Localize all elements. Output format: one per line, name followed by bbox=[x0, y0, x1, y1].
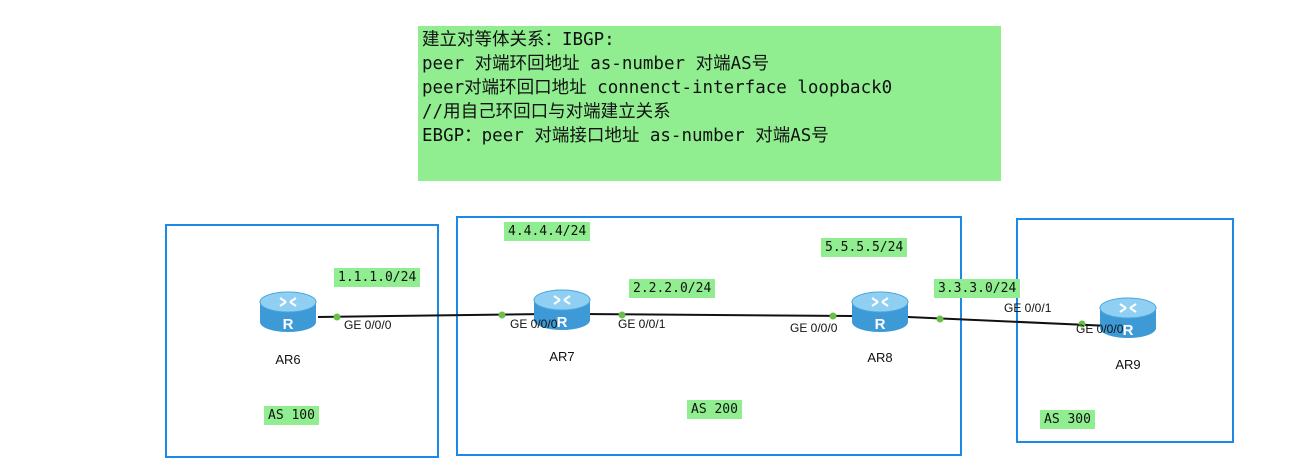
port-dot[interactable] bbox=[1078, 320, 1086, 328]
note-line-2: peer 对端环回地址 as-number 对端AS号 bbox=[422, 54, 770, 74]
bgp-config-note: 建立对等体关系：IBGP: peer 对端环回地址 as-number 对端AS… bbox=[418, 26, 1001, 181]
network-label-1-1-1-0: 1.1.1.0/24 bbox=[334, 268, 421, 287]
note-line-1: 建立对等体关系：IBGP: bbox=[422, 30, 615, 50]
port-dot[interactable] bbox=[618, 311, 626, 319]
port-label-ar9-ge000: GE 0/0/0 bbox=[1076, 322, 1124, 336]
port-label-ar7-ge001: GE 0/0/1 bbox=[618, 317, 666, 331]
svg-text:R: R bbox=[875, 316, 886, 333]
as-300-area[interactable] bbox=[1016, 218, 1234, 443]
note-line-4: //用自己环回口与对端建立关系 bbox=[422, 102, 671, 122]
as-label-300: AS 300 bbox=[1040, 410, 1095, 429]
note-line-3: peer对端环回口地址 connenct-interface loopback0 bbox=[422, 78, 893, 98]
network-label-2-2-2-0: 2.2.2.0/24 bbox=[629, 279, 716, 298]
link-ar6-ar7[interactable] bbox=[317, 313, 546, 318]
port-dot[interactable] bbox=[498, 311, 506, 319]
as-label-200: AS 200 bbox=[687, 400, 742, 419]
router-icon[interactable]: R bbox=[1096, 294, 1160, 342]
router-icon[interactable]: R bbox=[530, 286, 594, 334]
network-label-4-4-4-4: 4.4.4.4/24 bbox=[504, 222, 591, 241]
port-label-ar8-ge001: GE 0/0/1 bbox=[1004, 301, 1052, 315]
as-200-area[interactable] bbox=[456, 216, 962, 456]
port-dot[interactable] bbox=[936, 315, 944, 323]
note-line-5: EBGP：peer 对端接口地址 as-number 对端AS号 bbox=[422, 126, 829, 146]
router-name-ar8: AR8 bbox=[867, 350, 893, 365]
port-label-ar8-ge000: GE 0/0/0 bbox=[790, 321, 838, 335]
network-label-3-3-3-0: 3.3.3.0/24 bbox=[934, 279, 1021, 298]
svg-text:R: R bbox=[283, 316, 294, 333]
router-icon[interactable]: R bbox=[256, 288, 320, 336]
as-100-area[interactable] bbox=[165, 224, 439, 458]
router-name-ar9: AR9 bbox=[1115, 357, 1141, 372]
svg-text:R: R bbox=[557, 314, 568, 331]
router-name-ar6: AR6 bbox=[275, 352, 301, 367]
network-label-5-5-5-5: 5.5.5.5/24 bbox=[821, 238, 908, 257]
router-icon[interactable]: R bbox=[848, 288, 912, 336]
port-label-ar7-ge000: GE 0/0/0 bbox=[510, 317, 558, 331]
port-dot[interactable] bbox=[333, 313, 341, 321]
port-label-ar6-ge000: GE 0/0/0 bbox=[344, 318, 392, 332]
router-name-ar7: AR7 bbox=[549, 349, 575, 364]
svg-text:R: R bbox=[1123, 322, 1134, 339]
as-label-100: AS 100 bbox=[264, 406, 319, 425]
port-dot[interactable] bbox=[829, 312, 837, 320]
